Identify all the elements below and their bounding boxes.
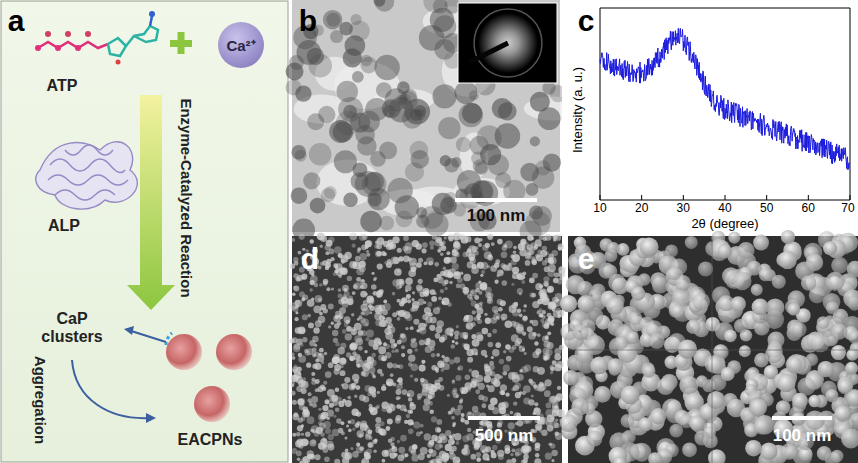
scale-bar-label: 100 nm <box>467 207 526 226</box>
scale-bar-label: 100 nm <box>773 427 832 446</box>
tick-label: 50 <box>760 202 773 215</box>
enzyme-label: ALP <box>48 217 80 235</box>
product-label: EACPNs <box>178 431 243 449</box>
panel-letter: a <box>8 4 25 37</box>
ion-label: Ca²⁺ <box>226 35 255 55</box>
sem-image <box>560 230 858 463</box>
tick-label: 10 <box>593 202 606 215</box>
tick-label: 70 <box>841 202 854 215</box>
panel-letter: e <box>578 242 595 275</box>
arrow-label: Aggregation <box>32 356 49 444</box>
scale-bar-label: 500 nm <box>475 427 534 446</box>
product-label: CaP clusters <box>37 310 107 345</box>
panel-letter: c <box>578 4 595 37</box>
molecule-label: ATP <box>47 77 78 95</box>
arrow-label: Enzyme-Catalyzed Reaction <box>178 98 195 297</box>
axis-title: Intensity (a. u.) <box>571 67 585 153</box>
tem-image <box>285 0 581 243</box>
tick-label: 20 <box>635 202 648 215</box>
xrd-curve <box>600 28 850 170</box>
sem-image <box>289 232 566 463</box>
panel-letter: d <box>301 242 319 275</box>
calcium-ion-sphere: Ca²⁺ <box>218 22 264 68</box>
panel-letter: b <box>299 4 317 37</box>
tick-label: 60 <box>802 202 815 215</box>
tick-label: 40 <box>718 202 731 215</box>
tick-label: 30 <box>677 202 690 215</box>
axis-title: 2θ (degree) <box>691 217 758 231</box>
